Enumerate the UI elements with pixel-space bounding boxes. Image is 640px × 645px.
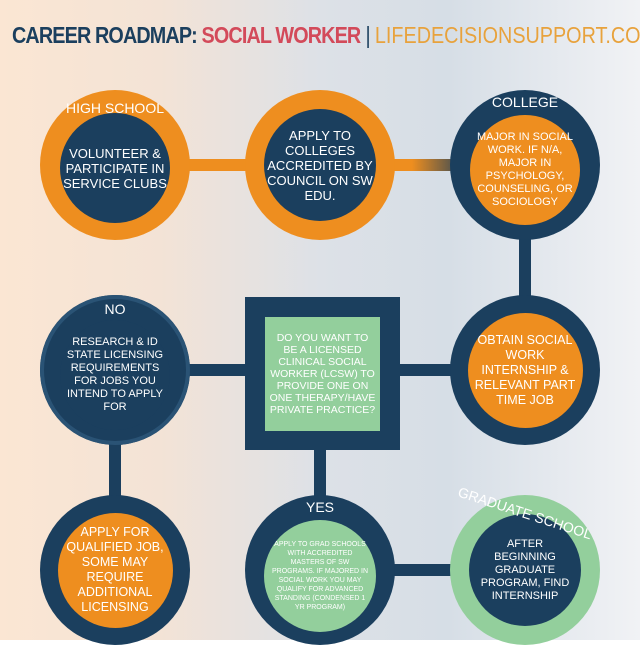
node-text: Apply for qualified job, some may requir…	[57, 512, 173, 628]
node-yes: Yes Apply to grad schools with accredite…	[245, 495, 395, 645]
node-label: No	[104, 301, 126, 317]
connector-college-internship	[519, 230, 531, 310]
site-link[interactable]: LIFEDECISIONSUPPORT.COM	[374, 22, 640, 48]
connector-decision-yes	[314, 445, 326, 505]
node-text: Apply to colleges accredited by council …	[264, 109, 376, 221]
node-text: Volunteer & participate in service clubs	[60, 113, 170, 223]
node-apply: Apply to colleges accredited by council …	[245, 90, 395, 240]
title-social-worker: SOCIAL WORKER	[201, 22, 362, 48]
separator: |	[365, 22, 370, 48]
node-text: Research & ID state licensing requiremen…	[60, 320, 170, 430]
node-grad: Graduate School After beginning graduate…	[450, 484, 600, 645]
node-text: Do you want to be a licensed clinical so…	[265, 316, 380, 431]
node-job: Apply for qualified job, some may requir…	[40, 495, 190, 645]
title-career-roadmap: CAREER ROADMAP:	[12, 22, 198, 48]
node-decision: Do you want to be a licensed clinical so…	[245, 297, 400, 450]
node-high-school: High School Volunteer & participate in s…	[40, 90, 190, 240]
node-internship: Obtain social work internship & relevant…	[450, 295, 600, 445]
node-label: Yes	[305, 499, 334, 515]
node-text: After beginning graduate program, find i…	[469, 514, 581, 626]
node-text: Apply to grad schools with accredited ma…	[264, 520, 376, 632]
node-text: Major in social work. If N/A, major in p…	[470, 115, 580, 225]
node-label: College	[491, 94, 559, 110]
node-label: High School	[65, 100, 164, 116]
node-college: College Major in social work. If N/A, ma…	[450, 90, 600, 240]
node-no: No Research & ID state licensing require…	[40, 295, 190, 445]
node-text: Obtain social work internship & relevant…	[467, 312, 583, 428]
page-title: CAREER ROADMAP: SOCIAL WORKER|LIFEDECISI…	[12, 22, 640, 49]
